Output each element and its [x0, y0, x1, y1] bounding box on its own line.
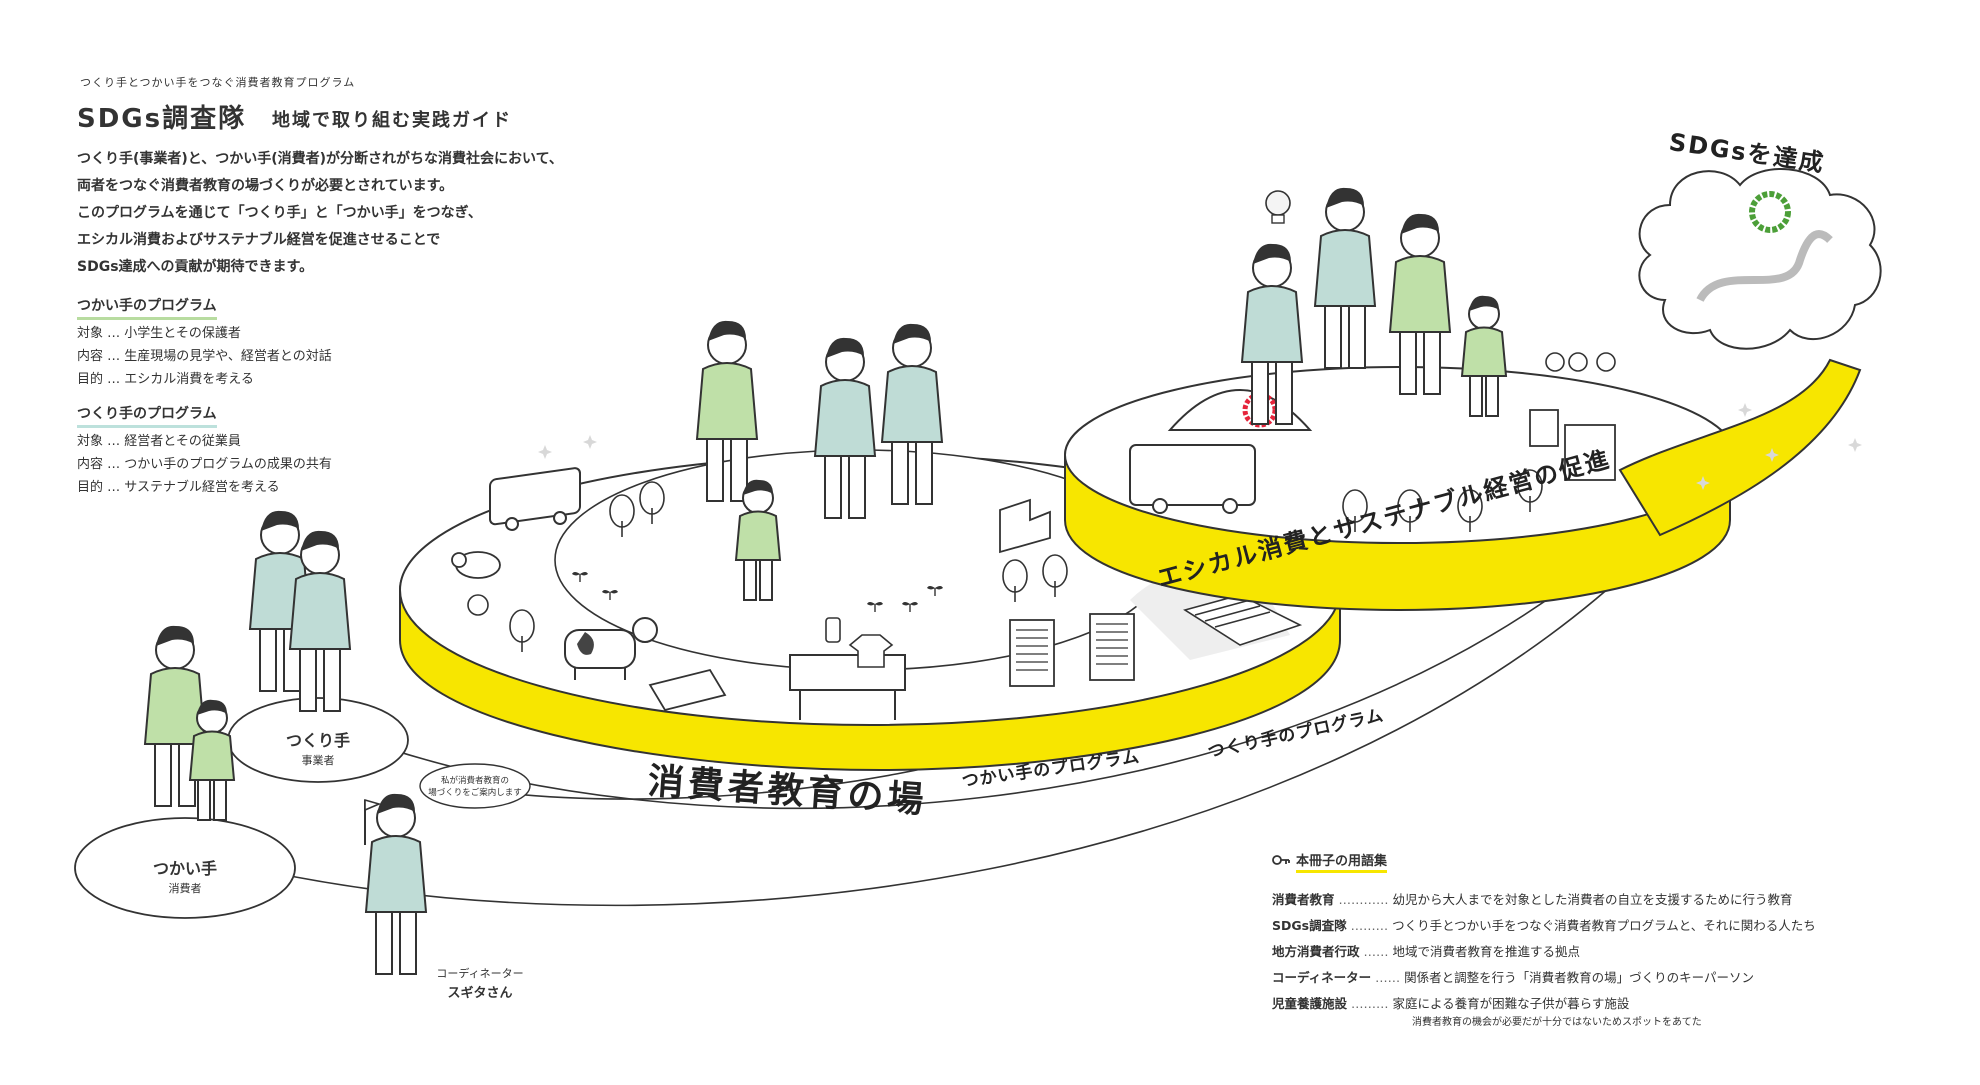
- maker-people: [249, 509, 351, 712]
- intro-line: SDGs達成への貢献が期待できます。: [77, 259, 314, 275]
- pig-icon: [451, 551, 501, 579]
- list-item: 対象 … 経営者とその従業員: [77, 434, 241, 449]
- page-title: SDGs調査隊: [77, 104, 247, 134]
- intro-line: つくり手(事業者)と、つかい手(消費者)が分断されがちな消費社会において、: [77, 151, 563, 167]
- coordinator-role: コーディネーター: [436, 967, 524, 980]
- market-table-icon: [789, 617, 906, 720]
- intro-line: このプログラムを通じて「つくり手」と「つかい手」をつなぎ、: [77, 205, 482, 221]
- page-subtitle: 地域で取り組む実践ガイド: [272, 110, 512, 131]
- user-label: つかい手: [152, 859, 217, 878]
- bus-icon: [489, 467, 581, 531]
- intro-line: 両者をつなぐ消費者教育の場づくりが必要とされています。: [77, 178, 454, 194]
- school-bus-icon: [1129, 444, 1256, 514]
- glossary: 本冊子の用語集 消費者教育 ………… 幼児から大人までを対象とした消費者の自立を…: [1272, 850, 1972, 1028]
- glossary-entry: SDGs調査隊 ……… つくり手とつかい手をつなぐ消費者教育プログラムと、それに…: [1272, 918, 1816, 933]
- stairs-icon: [1183, 594, 1303, 646]
- speech-bubble-text: 私が消費者教育の 場づくりをご案内します: [428, 776, 522, 798]
- user-sublabel: 消費者: [168, 882, 202, 895]
- sdgs-cloud: [1638, 168, 1882, 350]
- upper-ribbon-tail: [1618, 358, 1862, 537]
- glossary-entry: 児童養護施設 ……… 家庭による養育が困難な子供が暮らす施設: [1272, 996, 1630, 1011]
- user-program-list: 対象 … 小学生とその保護者 内容 … 生産現場の見学や、経営者との対話 目的 …: [77, 322, 332, 391]
- glossary-note: 消費者教育の機会が必要だが十分ではないためスポットをあてた: [1412, 1017, 1702, 1028]
- glossary-entry: 地方消費者行政 …… 地域で消費者教育を推進する拠点: [1272, 944, 1580, 959]
- glossary-entry: 消費者教育 ………… 幼児から大人までを対象とした消費者の自立を支援するために行…: [1272, 892, 1793, 907]
- glossary-heading: 本冊子の用語集: [1272, 850, 1972, 873]
- user-people: [144, 624, 235, 821]
- upper-buildings: [1529, 409, 1616, 481]
- list-item: 対象 … 小学生とその保護者: [77, 326, 241, 341]
- key-icon: [1272, 854, 1290, 870]
- maker-program-list: 対象 … 経営者とその従業員 内容 … つかい手のプログラムの成果の共有 目的 …: [77, 430, 332, 499]
- vegetable-basket-icon: [648, 668, 727, 712]
- user-pill: [74, 817, 296, 919]
- list-item: 目的 … サステナブル経営を考える: [77, 480, 280, 495]
- maker-program-heading: つくり手のプログラム: [77, 403, 217, 428]
- list-item: 目的 … エシカル消費を考える: [77, 372, 254, 387]
- maker-label: つくり手: [285, 731, 350, 750]
- user-program-heading: つかい手のプログラム: [77, 295, 217, 320]
- kicker-text: つくり手とつかい手をつなぐ消費者教育プログラム: [80, 76, 356, 89]
- chicken-icon: [467, 594, 489, 616]
- intro-paragraph: つくり手(事業者)と、つかい手(消費者)が分断されがちな消費社会において、 両者…: [77, 146, 717, 281]
- list-item: 内容 … つかい手のプログラムの成果の共有: [77, 457, 332, 472]
- speech-bubble: [419, 763, 531, 809]
- lightbulb-icon: [1265, 190, 1291, 224]
- intro-line: エシカル消費およびサステナブル経営を促進させることで: [77, 232, 441, 248]
- maker-sublabel: 事業者: [301, 754, 335, 767]
- glossary-entry: コーディネーター …… 関係者と調整を行う「消費者教育の場」づくりのキーパーソン: [1272, 970, 1754, 985]
- list-item: 内容 … 生産現場の見学や、経営者との対話: [77, 349, 332, 364]
- coordinator: [364, 792, 427, 975]
- upper-people: [1241, 186, 1616, 425]
- factory-icon: [999, 498, 1051, 554]
- cow-icon: [564, 617, 658, 680]
- coordinator-name: スギタさん: [447, 986, 513, 1001]
